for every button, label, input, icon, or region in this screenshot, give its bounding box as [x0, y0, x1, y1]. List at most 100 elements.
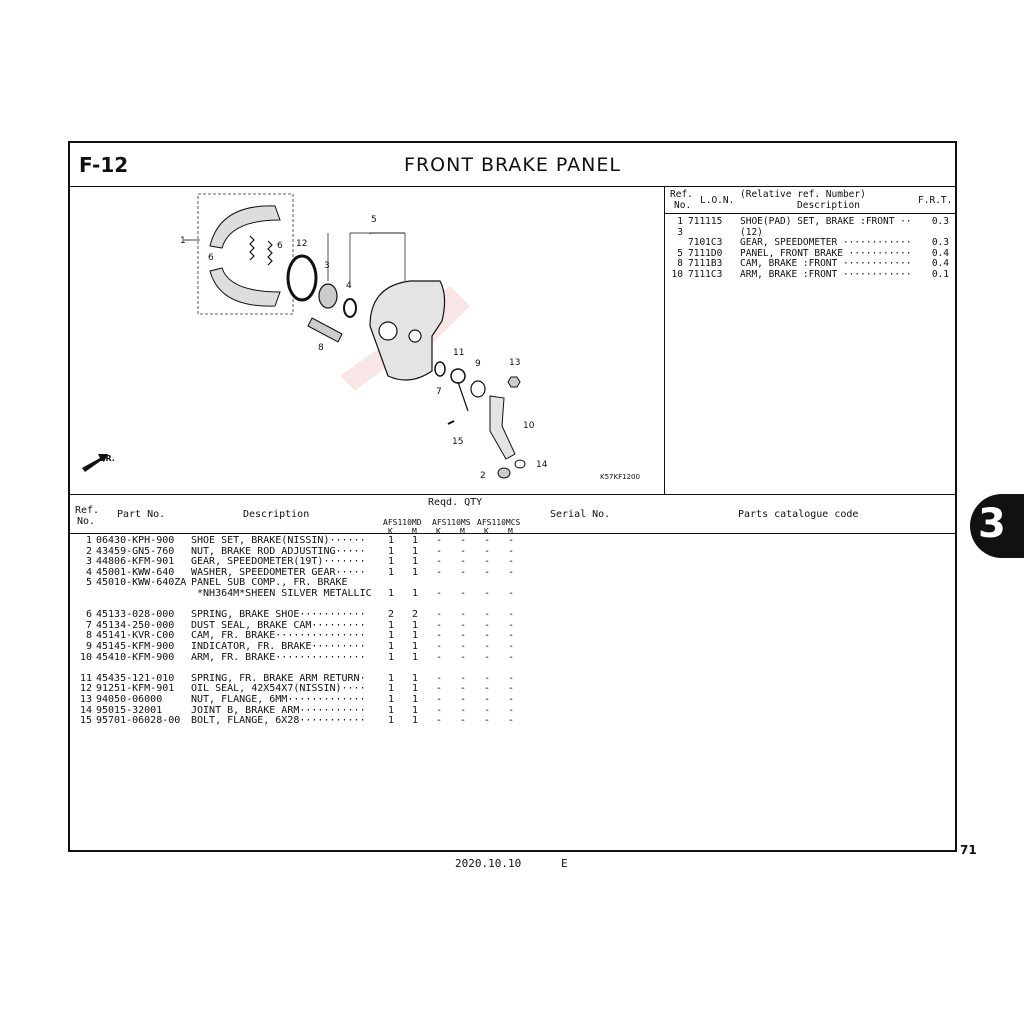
header-model: AFS110MS — [432, 518, 471, 527]
frt-ref: 8 — [677, 258, 683, 270]
qty-cell: - — [436, 641, 443, 652]
qty-cell: - — [436, 556, 443, 568]
qty-cell: - — [436, 535, 443, 546]
part-description: JOINT B, BRAKE ARM··········· — [191, 704, 366, 716]
footer: 2020.10.10 E — [455, 857, 568, 870]
qty-cell: 1 — [412, 535, 419, 546]
part-description-line2: *NH364M*SHEEN SILVER METALLIC — [191, 587, 372, 599]
part-description: WASHER, SPEEDOMETER GEAR····· — [191, 566, 366, 578]
part-description: GEAR, SPEEDOMETER(19T)······· — [191, 556, 366, 568]
qty-cell: - — [436, 651, 443, 663]
shoe-spring-left — [249, 235, 255, 261]
qty-cell: - — [484, 672, 491, 684]
qty-cell: 1 — [388, 715, 395, 727]
qty-cell: - — [508, 694, 515, 705]
qty-cell: - — [460, 641, 467, 652]
qty-cell: 1 — [412, 704, 419, 716]
part-description: CAM, FR. BRAKE··············· — [191, 630, 366, 642]
qty-cell: - — [460, 609, 467, 621]
qty-cell: 1 — [388, 694, 395, 705]
callout: 5 — [371, 215, 377, 225]
qty-cell: - — [460, 715, 467, 727]
upper-brake-shoe — [209, 205, 281, 249]
qty-cell: - — [436, 545, 443, 557]
part-number: 91251-KFM-901 — [96, 683, 175, 695]
frt-lon: 7101C3 — [688, 237, 723, 249]
qty-cell: - — [484, 556, 491, 568]
qty-cell: - — [484, 587, 491, 599]
part-description: OIL SEAL, 42X54X7(NISSIN)···· — [191, 683, 366, 695]
qty-cell: - — [508, 641, 515, 652]
qty-cell: - — [508, 545, 515, 557]
speedometer-gear-part — [318, 283, 338, 309]
part-number: 45010-KWW-640ZA — [96, 577, 187, 589]
qty-cell: - — [436, 609, 443, 621]
qty-cell: - — [484, 630, 491, 642]
header-km: M — [460, 527, 465, 536]
frt-row: 3(12) — [665, 227, 953, 238]
part-number: 45410-KFM-900 — [96, 651, 175, 663]
direction-label: FR. — [100, 454, 115, 463]
callout: 13 — [509, 358, 520, 368]
header-reqd-qty: Reqd. QTY — [428, 497, 483, 508]
frt-desc: CAM, BRAKE :FRONT ············ — [740, 258, 912, 270]
indicator-part — [470, 380, 486, 398]
part-number: 45141-KVR-C00 — [96, 630, 175, 642]
qty-cell: - — [460, 704, 467, 716]
page-number: 71 — [960, 843, 977, 857]
qty-cell: - — [484, 566, 491, 578]
callout: 10 — [523, 421, 535, 431]
part-number: 44806-KFM-901 — [96, 556, 175, 568]
ref-no: 14 — [79, 704, 92, 716]
header-catalogue-code: Parts catalogue code — [738, 509, 859, 520]
qty-cell: 1 — [412, 672, 419, 684]
callout: 3 — [324, 261, 330, 271]
frt-desc: (12) — [740, 226, 763, 238]
ref-no: 13 — [79, 694, 92, 705]
qty-cell: - — [436, 715, 443, 727]
qty-cell: - — [508, 651, 515, 663]
washer-part — [343, 298, 357, 318]
qty-cell: 1 — [388, 587, 395, 599]
ref-no: 12 — [79, 683, 92, 695]
table-row: 12 91251-KFM-901 OIL SEAL, 42X54X7(NISSIN)… — [70, 684, 540, 695]
qty-cell: 1 — [388, 619, 395, 631]
adjusting-nut-part — [497, 467, 511, 479]
section-tab-number: 3 — [978, 501, 1006, 547]
qty-cell: - — [460, 587, 467, 599]
qty-cell: 2 — [388, 609, 395, 621]
qty-cell: - — [460, 694, 467, 705]
front-direction-arrow — [82, 454, 108, 472]
qty-cell: - — [508, 556, 515, 568]
frt-lon: 7111D0 — [688, 247, 723, 259]
callout: 6 — [277, 241, 283, 251]
callout: 2 — [480, 471, 486, 481]
qty-cell: 2 — [412, 609, 419, 621]
callout: 1 — [180, 236, 186, 246]
qty-cell: - — [436, 619, 443, 631]
footer-code: E — [560, 857, 568, 870]
qty-cell: - — [484, 535, 491, 546]
qty-cell: - — [460, 556, 467, 568]
qty-cell: - — [436, 630, 443, 642]
frt-frt: 0.1 — [931, 269, 949, 280]
qty-cell: - — [508, 704, 515, 716]
ref-no: 11 — [79, 672, 92, 684]
ref-no: 4 — [85, 566, 92, 578]
section-tab: 3 — [970, 494, 1024, 558]
frt-frt: 0.4 — [931, 247, 949, 259]
qty-cell: 1 — [412, 566, 419, 578]
header-description: Description — [243, 509, 310, 520]
ref-no: 3 — [85, 556, 92, 568]
qty-cell: 1 — [412, 545, 419, 557]
return-spring-part — [450, 368, 466, 384]
part-description: SHOE SET, BRAKE(NISSIN)······ — [191, 535, 366, 546]
qty-cell: 1 — [412, 694, 419, 705]
frt-ref: 5 — [677, 247, 683, 259]
